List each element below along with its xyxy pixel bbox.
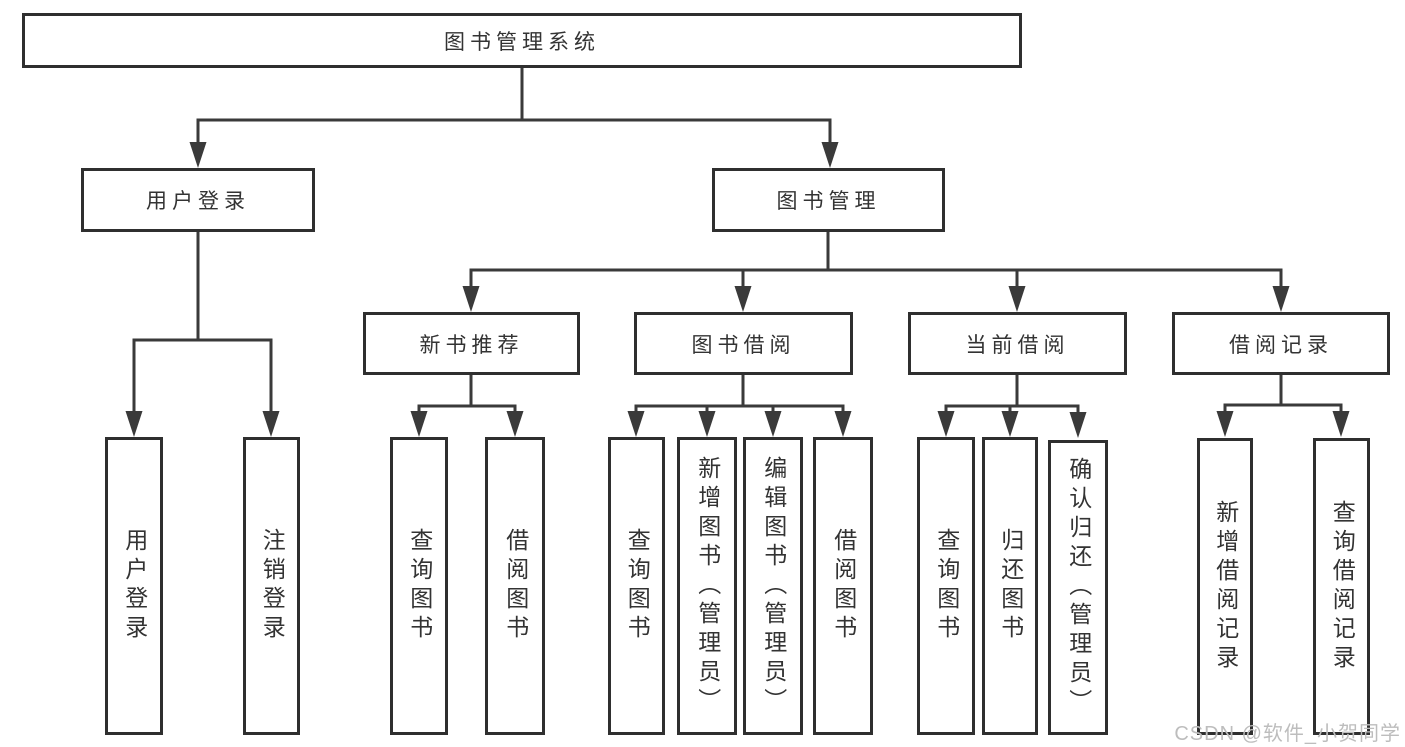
leaf-user-login-label: 用户登录 (121, 528, 148, 644)
leaf-query-books-borrowing-label: 查询图书 (624, 528, 651, 644)
leaf-query-borrow-record-label: 查询借阅记录 (1329, 499, 1356, 674)
leaf-user-login: 用户登录 (105, 437, 163, 735)
leaf-confirm-return-admin: 确认归还（管理员） (1048, 440, 1108, 735)
node-user-login-branch: 用户登录 (81, 168, 315, 232)
arrowheads (125, 142, 1350, 438)
arrow-leaf (764, 411, 782, 437)
leaf-borrow-books-borrowing-label: 借阅图书 (830, 528, 857, 644)
node-current-borrowing-label: 当前借阅 (965, 333, 1070, 357)
arrow-leaf (1001, 411, 1019, 437)
leaf-add-book-admin: 新增图书（管理员） (677, 437, 737, 735)
arrow-leaf (627, 411, 645, 437)
node-borrowing-records-label: 借阅记录 (1229, 333, 1333, 357)
arrow-leaf (506, 411, 524, 437)
leaf-query-books-current: 查询图书 (917, 437, 975, 735)
leaf-query-books-current-label: 查询图书 (933, 528, 960, 644)
leaf-add-book-admin-label: 新增图书（管理员） (694, 455, 721, 717)
leaf-add-borrow-record: 新增借阅记录 (1197, 438, 1253, 735)
leaf-add-borrow-record-label: 新增借阅记录 (1212, 499, 1239, 674)
leaf-borrow-books-borrowing: 借阅图书 (813, 437, 873, 735)
leaf-return-book: 归还图书 (982, 437, 1038, 735)
connector-book-management (469, 232, 1283, 288)
arrow-leaf (937, 411, 955, 437)
node-book-management: 图书管理 (712, 168, 945, 232)
arrow-leaf (262, 411, 280, 437)
node-book-management-label: 图书管理 (776, 190, 881, 213)
node-new-book-recommendation: 新书推荐 (363, 312, 580, 375)
connector-user-login (132, 232, 273, 413)
arrow-leaf (1216, 411, 1234, 437)
arrow-to-book-borrowing (734, 286, 752, 312)
leaf-confirm-return-admin-label: 确认归还（管理员） (1065, 457, 1092, 718)
arrow-to-new-book (462, 286, 480, 312)
arrow-to-borrowing-records (1272, 286, 1290, 312)
arrow-to-user-login (189, 142, 207, 168)
leaf-edit-book-admin-label: 编辑图书（管理员） (760, 455, 787, 717)
arrow-leaf (125, 411, 143, 437)
leaf-edit-book-admin: 编辑图书（管理员） (743, 437, 803, 735)
node-user-login-branch-label: 用户登录 (146, 190, 250, 213)
arrow-leaf (1069, 412, 1087, 438)
leaf-borrow-books-recommend: 借阅图书 (485, 437, 545, 735)
leaf-query-borrow-record: 查询借阅记录 (1313, 438, 1370, 735)
arrow-leaf (698, 411, 716, 437)
leaf-borrow-books-recommend-label: 借阅图书 (502, 528, 529, 644)
connector-current-borrowing (944, 375, 1080, 413)
node-book-borrowing-label: 图书借阅 (691, 333, 796, 357)
node-book-borrowing: 图书借阅 (634, 312, 853, 375)
leaf-query-books-recommend: 查询图书 (390, 437, 448, 735)
connector-root (196, 68, 832, 144)
node-library-system-label: 图书管理系统 (444, 30, 600, 54)
watermark-text: CSDN @软件_小贺同学 (1174, 723, 1401, 745)
connector-book-borrowing (634, 375, 845, 413)
arrow-to-current-borrowing (1008, 286, 1026, 312)
arrow-leaf (1332, 411, 1350, 437)
node-current-borrowing: 当前借阅 (908, 312, 1127, 375)
leaf-logout-label: 注销登录 (259, 528, 286, 644)
leaf-logout: 注销登录 (243, 437, 300, 735)
node-new-book-recommendation-label: 新书推荐 (419, 333, 524, 357)
arrow-leaf (410, 411, 428, 437)
leaf-query-books-borrowing: 查询图书 (608, 437, 665, 735)
connector-borrowing-records (1223, 374, 1343, 413)
connector-new-book (417, 375, 517, 413)
arrow-to-book-management (821, 142, 839, 168)
node-borrowing-records: 借阅记录 (1172, 312, 1390, 375)
arrow-leaf (834, 411, 852, 437)
leaf-return-book-label: 归还图书 (997, 528, 1024, 644)
node-library-system: 图书管理系统 (22, 13, 1022, 68)
leaf-query-books-recommend-label: 查询图书 (406, 528, 433, 644)
